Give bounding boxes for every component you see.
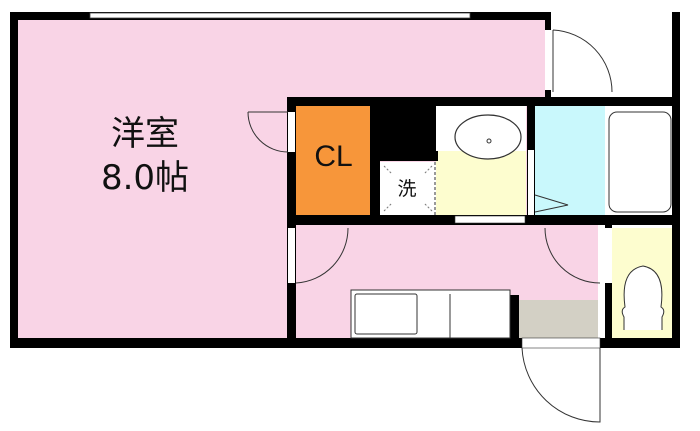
- washroom-door: [454, 215, 526, 224]
- toilet-bowl: [621, 265, 665, 330]
- closet-label: CL: [314, 140, 353, 173]
- storage-shelf: [519, 300, 598, 340]
- bath-door-leaf: [534, 194, 569, 213]
- entrance-door-swing: [521, 347, 601, 423]
- western-room-label: 洋室 8.0帖: [70, 112, 220, 200]
- closet-floor: [296, 106, 370, 215]
- hall-door-swing: [295, 227, 349, 284]
- room-size: 8.0帖: [100, 158, 190, 198]
- kitchen-sink: [354, 293, 418, 335]
- bathtub: [608, 111, 672, 213]
- room-door-gap: [288, 112, 295, 152]
- western-room-floor-extra: [18, 20, 288, 340]
- washer-space: [380, 162, 436, 215]
- hall-door-gap: [288, 228, 295, 283]
- window: [89, 12, 471, 19]
- toilet-door-gap: [605, 228, 612, 283]
- toilet-door-swing: [544, 227, 601, 284]
- sink-drain-icon: [486, 138, 492, 144]
- room-name: 洋室: [111, 114, 179, 154]
- room-door-swing: [247, 111, 289, 153]
- entrance-door-gap: [521, 337, 601, 349]
- washer-marks: [383, 165, 433, 212]
- balcony-door-gap: [545, 30, 551, 90]
- bath-door-gap: [528, 150, 534, 215]
- balcony-door-swing: [552, 29, 613, 93]
- sink-bowl: [454, 114, 522, 160]
- washer-label: 洗: [397, 178, 417, 200]
- bathroom-floor: [535, 106, 605, 215]
